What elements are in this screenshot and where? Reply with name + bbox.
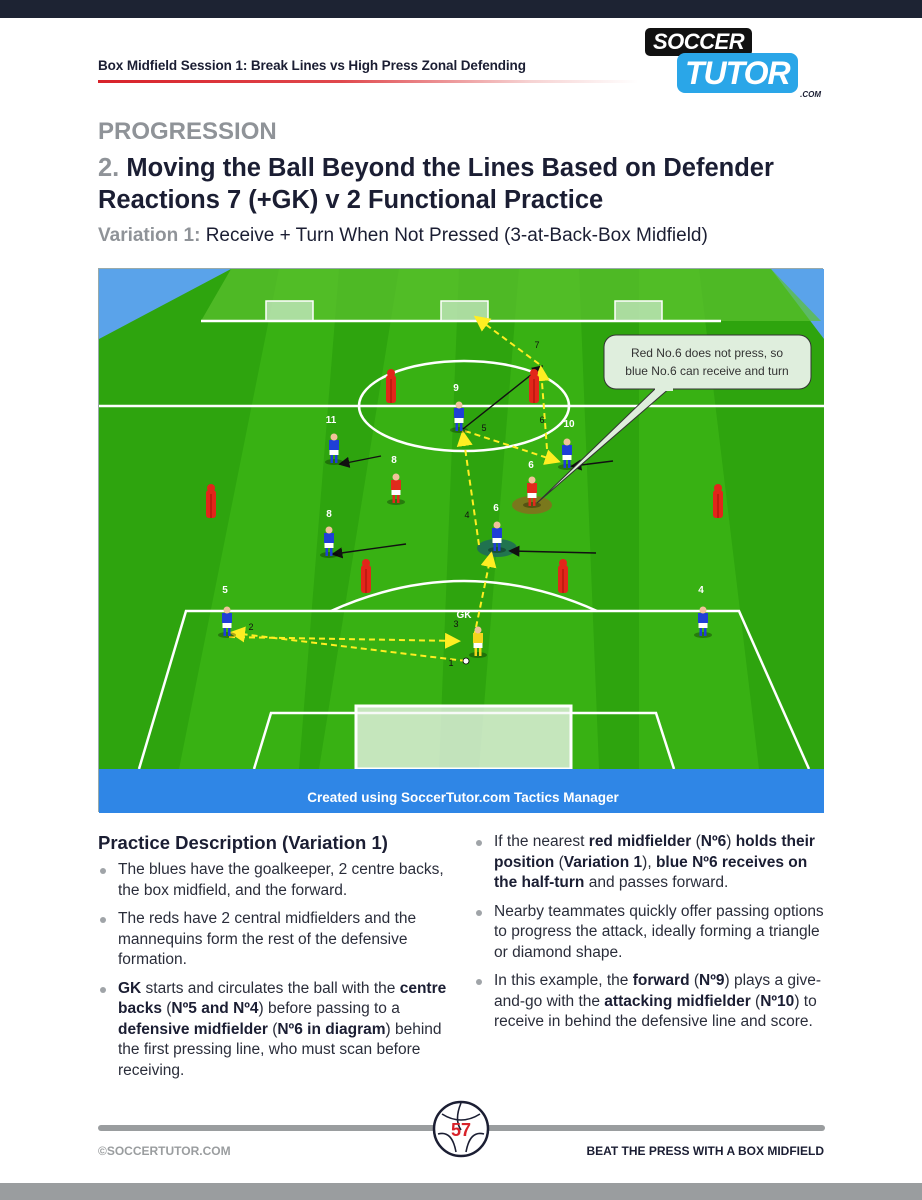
description-list-right: If the nearest red midfielder (Nº6) hold… — [474, 832, 826, 1033]
text: In this example, the — [494, 972, 633, 989]
text: Nearby teammates quickly offer passing o… — [494, 902, 824, 961]
session-title: Box Midfield Session 1: Break Lines vs H… — [98, 58, 526, 73]
text: ), — [642, 853, 656, 871]
callout-line: blue No.6 can receive and turn — [625, 364, 788, 378]
player-labels: 11 9 10 8 6 5 4 GK 8 6 — [222, 383, 704, 621]
pass-number: 4 — [464, 510, 469, 520]
description-bullet: Nearby teammates quickly offer passing o… — [474, 902, 826, 964]
page-number: 57 — [451, 1120, 471, 1140]
text: starts and circulates the ball with the — [141, 979, 400, 997]
text: ( — [750, 992, 761, 1010]
text: The reds have 2 central midfielders and … — [118, 910, 417, 968]
bold-text: red midfielder — [588, 833, 692, 850]
logo-line1: SOCCER — [645, 28, 753, 56]
pass-number: 3 — [453, 619, 458, 629]
bold-text: holds their position — [494, 833, 815, 871]
tactics-diagram: Created using SoccerTutor.com Tactics Ma… — [98, 268, 824, 813]
callout-bubble: Red No.6 does not press, so blue No.6 ca… — [536, 334, 812, 504]
blue-label: 6 — [493, 503, 499, 514]
title-text: Moving the Ball Beyond the Lines Based o… — [98, 154, 774, 214]
blue-label: 4 — [698, 585, 704, 596]
bottom-band — [0, 1183, 922, 1200]
bold-text: blue Nº6 receives on the half-turn — [494, 853, 808, 892]
bold-text: Variation 1 — [563, 853, 643, 871]
description-bullet: GK starts and circulates the ball with t… — [98, 979, 450, 1082]
pass-number: 2 — [248, 622, 253, 632]
text: and passes forward. — [584, 874, 729, 891]
description-list-left: The blues have the goalkeeper, 2 centre … — [98, 860, 450, 1081]
text: ( — [691, 833, 701, 850]
pass-number: 7 — [534, 340, 539, 350]
red-label: 6 — [528, 460, 534, 471]
description-left-column: Practice Description (Variation 1) The b… — [98, 832, 450, 1089]
text: ( — [554, 853, 564, 871]
section-label: PROGRESSION — [98, 118, 277, 145]
copyright: ©SOCCERTUTOR.COM — [98, 1144, 231, 1158]
bold-text: Nº10 — [760, 992, 795, 1010]
title-number: 2. — [98, 154, 120, 182]
blue-label: 10 — [563, 419, 575, 430]
variation-label: Variation 1: — [98, 225, 201, 246]
bold-text: Nº5 and Nº4 — [171, 1000, 259, 1017]
text: ) — [726, 833, 736, 850]
ball-icon — [462, 657, 470, 665]
bold-text: Nº6 in diagram — [277, 1020, 386, 1038]
text: ) to receive in behind the defensive lin… — [494, 992, 817, 1031]
pass-lines — [228, 315, 561, 662]
bold-text: Nº6 — [700, 833, 727, 850]
book-title: BEAT THE PRESS WITH A BOX MIDFIELD — [586, 1144, 824, 1158]
text: ( — [689, 972, 700, 989]
bold-text: Nº9 — [699, 972, 725, 989]
pass-number-labels: 1 2 3 4 5 6 7 — [248, 340, 544, 668]
gk-label: GK — [457, 610, 473, 621]
pass-number: 6 — [539, 415, 544, 425]
text: ( — [161, 1000, 172, 1017]
pass-number: 1 — [448, 658, 453, 668]
bold-text: centre backs — [118, 979, 447, 1018]
logo-suffix: .COM — [800, 90, 821, 99]
soccertutor-logo: SOCCER TUTOR .COM — [645, 28, 827, 99]
description-right-column: If the nearest red midfielder (Nº6) hold… — [474, 832, 826, 1041]
description-bullet: The blues have the goalkeeper, 2 centre … — [98, 860, 450, 901]
diagram-caption: Created using SoccerTutor.com Tactics Ma… — [307, 790, 619, 805]
blue-label: 5 — [222, 585, 228, 596]
variation-subtitle: Variation 1: Receive + Turn When Not Pre… — [98, 225, 708, 247]
logo-line2: TUTOR — [677, 53, 798, 93]
top-band — [0, 0, 922, 18]
description-bullet: In this example, the forward (Nº9) plays… — [474, 971, 826, 1033]
text: ) before passing to a — [258, 1000, 400, 1017]
blue-label: 8 — [326, 509, 332, 520]
text: The blues have the goalkeeper, 2 centre … — [118, 861, 444, 899]
bold-text: defensive midfielder — [118, 1020, 268, 1038]
text: If the nearest — [494, 833, 589, 850]
page-title: 2. Moving the Ball Beyond the Lines Base… — [98, 152, 838, 216]
red-label: 8 — [391, 455, 397, 466]
football-page-badge: 57 — [432, 1100, 490, 1158]
bold-text: forward — [632, 972, 690, 989]
blue-label: 11 — [326, 415, 337, 426]
text: ) plays a give-and-go with the — [494, 972, 821, 1010]
bold-text: attacking midfielder — [604, 992, 751, 1010]
pass-number: 5 — [481, 423, 486, 433]
text: ( — [267, 1020, 278, 1038]
header-divider — [98, 80, 638, 83]
description-bullet: If the nearest red midfielder (Nº6) hold… — [474, 832, 826, 894]
text: ) behind the first pressing line, who mu… — [118, 1020, 442, 1079]
callout-line: Red No.6 does not press, so — [631, 346, 783, 360]
variation-text: Receive + Turn When Not Pressed (3-at-Ba… — [205, 225, 708, 246]
description-bullet: The reds have 2 central midfielders and … — [98, 909, 450, 971]
description-heading: Practice Description (Variation 1) — [98, 832, 388, 853]
bold-text: GK — [118, 979, 142, 997]
goal-net — [354, 704, 573, 771]
blue-label: 9 — [453, 383, 459, 394]
